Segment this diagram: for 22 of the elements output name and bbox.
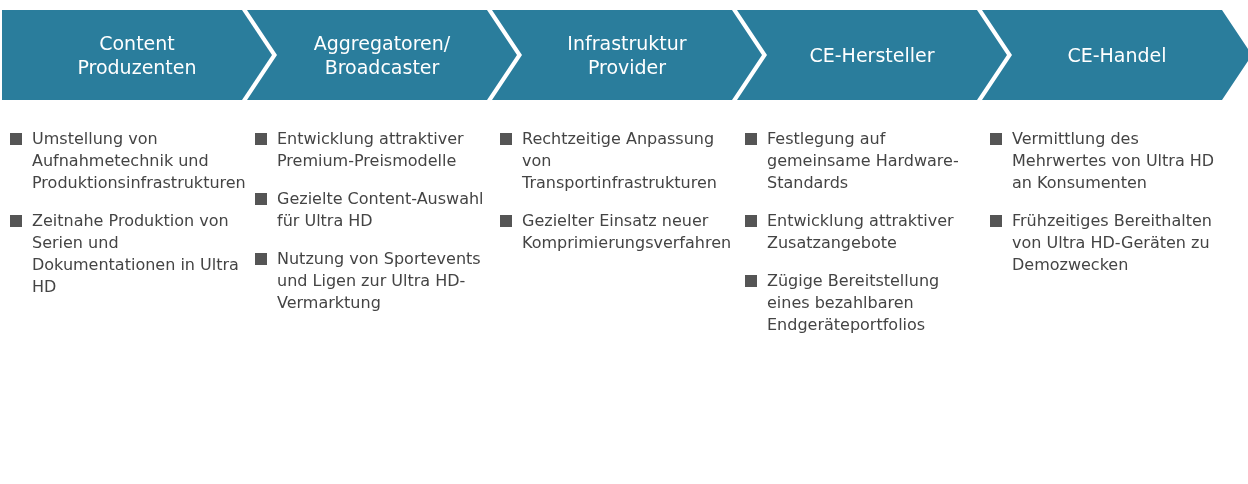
bullet-text: Frühzeitiges Bereithalten von Ultra HD-Geräten zu Demozwecken bbox=[1012, 210, 1213, 276]
step-title: Infrastruktur Provider bbox=[566, 31, 688, 80]
step-title: Content Produzenten bbox=[76, 31, 198, 80]
bullet-text: Entwicklung attraktiver Premium-Preismodelle bbox=[277, 128, 465, 172]
bullet-text: Zeitnahe Produktion von Serien und Dokumentationen in Ultra HD bbox=[32, 210, 240, 298]
bullet-text: Rechtzeitige Anpassung von Transportinfrastrukturen bbox=[522, 128, 718, 194]
chevron-step bbox=[737, 10, 1007, 100]
bullet-text: Gezielte Content-Auswahl für Ultra HD bbox=[277, 188, 485, 232]
chevron-step bbox=[2, 10, 272, 100]
chevron-step bbox=[492, 10, 762, 100]
step-title: CE-Hersteller bbox=[808, 43, 936, 68]
bullet-text: Umstellung von Aufnahmetechnik und Produktionsinfrastrukturen bbox=[32, 128, 244, 194]
bullet-text: Zügige Bereitstellung eines bezahlbaren Endgeräteportfolios bbox=[767, 270, 941, 336]
step-title: CE-Handel bbox=[1066, 43, 1168, 68]
bullet-text: Gezielter Einsatz neuer Komprimierungsverfahren bbox=[522, 210, 733, 254]
bullet-text: Vermittlung des Mehrwertes von Ultra HD an Konsumenten bbox=[1012, 128, 1216, 194]
bullet-text: Nutzung von Sportevents und Ligen zur Ultra HD-Vermarktung bbox=[277, 248, 482, 314]
chevron-step bbox=[982, 10, 1248, 100]
step-title: Aggregatoren/ Broadcaster bbox=[312, 31, 452, 80]
bullet-text: Entwicklung attraktiver Zusatzangebote bbox=[767, 210, 955, 254]
bullet-text: Festlegung auf gemeinsame Hardware-Standards bbox=[767, 128, 960, 194]
chevron-step bbox=[247, 10, 517, 100]
